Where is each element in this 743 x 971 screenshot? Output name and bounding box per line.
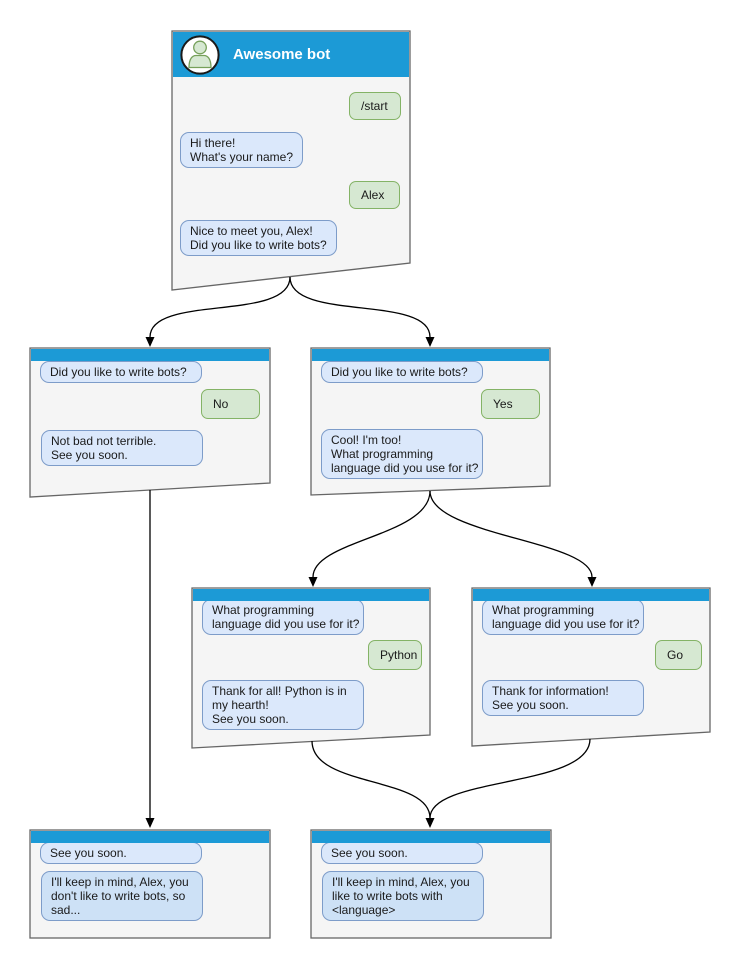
bot-message-bubble: See you soon. xyxy=(321,842,483,864)
chat-window-main-header: Awesome bot xyxy=(173,32,409,77)
chat-window-title: Awesome bot xyxy=(233,46,331,63)
user-message-bubble: Alex xyxy=(349,181,400,209)
bot-message-bubble: Thank for all! Python is in my hearth! S… xyxy=(202,680,364,730)
bot-message-bubble: Did you like to write bots? xyxy=(321,361,483,383)
chat-window-end-yes-header xyxy=(312,831,550,843)
arrowhead-yes-to-go xyxy=(587,577,597,587)
user-message-bubble: Yes xyxy=(481,389,540,419)
arrowhead-main-to-yes xyxy=(425,337,435,347)
bot-message-bubble: I'll keep in mind, Alex, you like to wri… xyxy=(322,871,484,921)
connector-main-to-yes xyxy=(289,276,431,338)
connector-main-to-no xyxy=(149,276,291,338)
arrowhead-main-to-no xyxy=(145,337,155,347)
chat-window-yes-header xyxy=(312,349,549,361)
chat-window-go-header xyxy=(473,589,709,601)
chat-window-python-header xyxy=(193,589,429,601)
arrowhead-to-end-yes xyxy=(425,818,435,828)
bot-message-bubble: Did you like to write bots? xyxy=(40,361,202,383)
person-icon xyxy=(180,35,220,75)
user-message-bubble: /start xyxy=(349,92,401,120)
bot-message-bubble: Hi there! What's your name? xyxy=(180,132,304,168)
connector-python-to-end xyxy=(311,740,431,819)
bot-message-bubble: Not bad not terrible. See you soon. xyxy=(41,430,203,466)
user-message-bubble: Go xyxy=(655,640,702,670)
arrowhead-no-to-end xyxy=(145,818,155,828)
bot-message-bubble: Nice to meet you, Alex! Did you like to … xyxy=(180,220,337,256)
bot-message-bubble: Thank for information! See you soon. xyxy=(482,680,644,716)
arrowhead-yes-to-python xyxy=(308,577,318,587)
chat-window-end-no-header xyxy=(31,831,269,843)
avatar xyxy=(180,35,220,75)
chat-window-no-header xyxy=(31,349,269,361)
bot-message-bubble: What programming language did you use fo… xyxy=(202,599,364,635)
bot-message-bubble: See you soon. xyxy=(40,842,202,864)
user-message-bubble: No xyxy=(201,389,260,419)
bot-message-bubble: What programming language did you use fo… xyxy=(482,599,644,635)
bot-message-bubble: Cool! I'm too! What programming language… xyxy=(321,429,483,479)
connector-yes-to-python xyxy=(312,490,431,578)
connector-go-to-end xyxy=(429,738,591,819)
user-message-bubble: Python xyxy=(368,640,422,670)
bot-message-bubble: I'll keep in mind, Alex, you don't like … xyxy=(41,871,203,921)
connector-yes-to-go xyxy=(429,490,593,578)
